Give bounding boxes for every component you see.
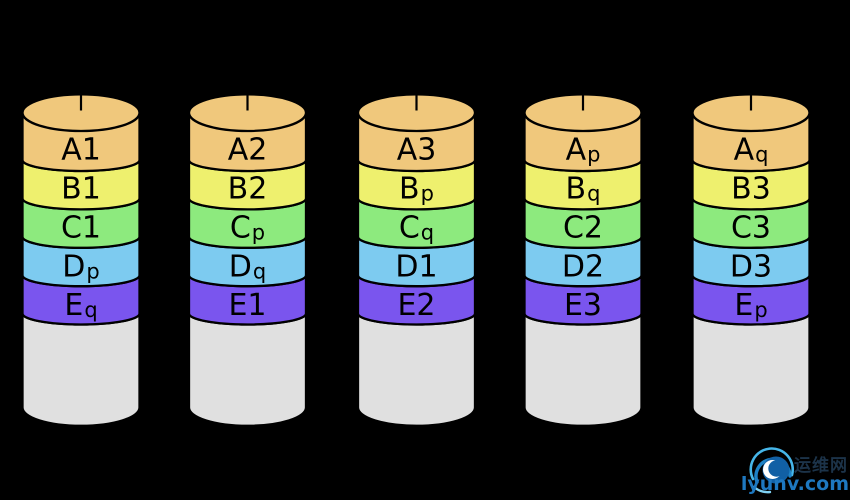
block-label-Eq: Eq [64, 288, 97, 323]
block-label-D3: D3 [730, 250, 772, 285]
block-label-Cp: Cp [230, 211, 265, 246]
block-label-E1: E1 [228, 288, 266, 323]
block-label-E2: E2 [397, 288, 435, 323]
block-label-Ap: Ap [566, 133, 601, 168]
watermark-cn-text: 运维网 [794, 456, 848, 476]
disk-body [691, 313, 811, 427]
disk-body [523, 313, 643, 427]
block-label-B1: B1 [61, 172, 101, 207]
block-label-Cq: Cq [399, 211, 434, 246]
block-label-Aq: Aq [734, 133, 769, 168]
disk-body [187, 313, 308, 427]
block-label-B2: B2 [228, 172, 268, 207]
block-label-Bq: Bq [566, 172, 601, 207]
block-label-D2: D2 [562, 250, 604, 285]
lyunv-watermark: 运维网 lyunv.com [740, 438, 850, 498]
block-label-B3: B3 [731, 172, 771, 207]
block-label-C3: C3 [731, 211, 771, 246]
block-label-E3: E3 [564, 288, 602, 323]
block-label-C1: C1 [61, 211, 101, 246]
disk-body [356, 313, 477, 427]
block-label-A3: A3 [397, 133, 437, 168]
block-label-C2: C2 [563, 211, 603, 246]
watermark-site-text: lyunv.com [740, 473, 849, 495]
block-label-A2: A2 [228, 133, 268, 168]
block-label-Bp: Bp [399, 172, 434, 207]
block-label-A1: A1 [61, 133, 101, 168]
disk-body [21, 313, 141, 427]
block-label-Ep: Ep [734, 288, 767, 323]
block-label-Dq: Dq [229, 250, 266, 285]
block-label-Dp: Dp [62, 250, 99, 285]
block-label-D1: D1 [395, 250, 437, 285]
lyunv-logo-icon [749, 447, 794, 494]
